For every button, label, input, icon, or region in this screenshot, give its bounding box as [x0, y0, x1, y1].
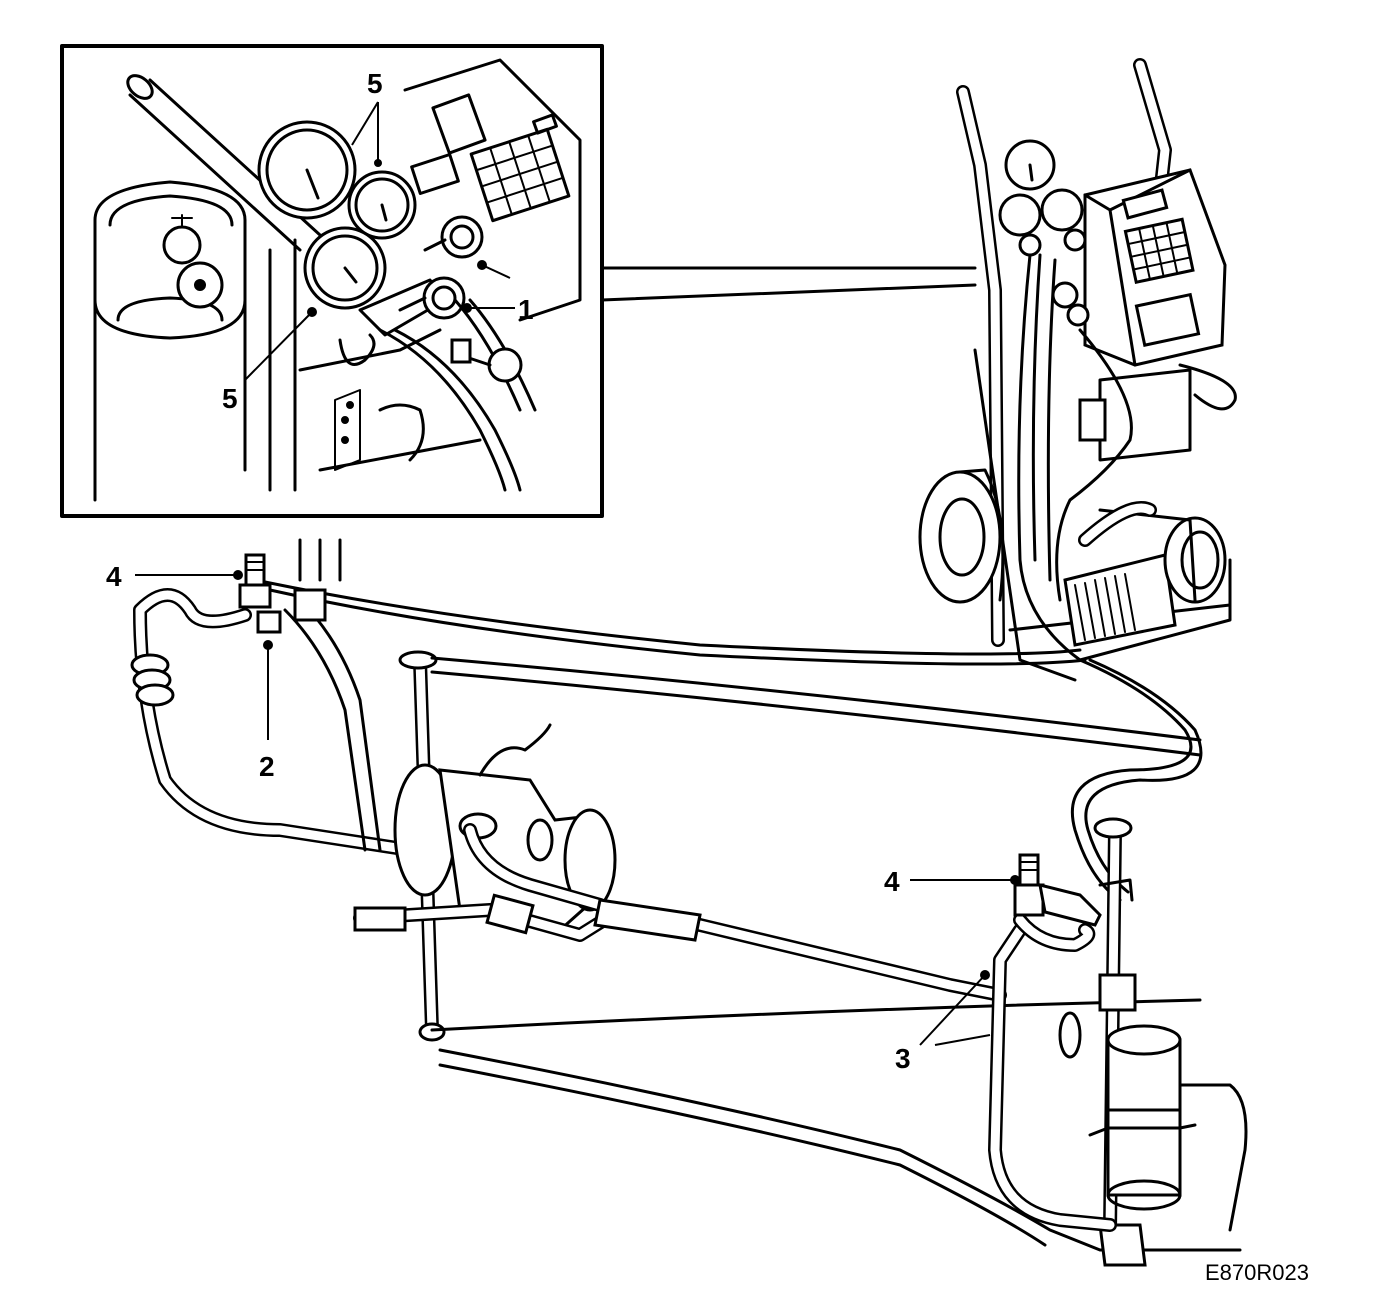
condenser-and-lines	[130, 538, 1248, 1267]
ac-compressor	[393, 723, 617, 932]
inset-gauges	[257, 120, 484, 337]
callout-4-right: 4	[884, 866, 900, 897]
receiver-dryer	[1088, 1024, 1197, 1267]
station-wheel	[918, 468, 1005, 604]
callout-3: 3	[895, 1043, 911, 1074]
inset-control-panel	[403, 58, 582, 322]
figure-code: E870R023	[1205, 1260, 1309, 1285]
callout-1: 1	[518, 294, 534, 325]
inset-detail-panel	[60, 44, 977, 518]
callout-2: 2	[259, 751, 275, 782]
vacuum-pump	[1063, 501, 1227, 647]
service-hoses	[263, 580, 1203, 902]
callout-leaders	[135, 570, 1020, 1046]
callout-5-bottom: 5	[222, 383, 238, 414]
callout-4-left: 4	[106, 561, 122, 592]
refrigerant-cylinder	[93, 180, 247, 502]
service-port-low-side	[238, 553, 327, 634]
service-port-high-side	[1013, 853, 1134, 927]
callout-5-top: 5	[367, 68, 383, 99]
ac-service-station	[918, 58, 1237, 682]
